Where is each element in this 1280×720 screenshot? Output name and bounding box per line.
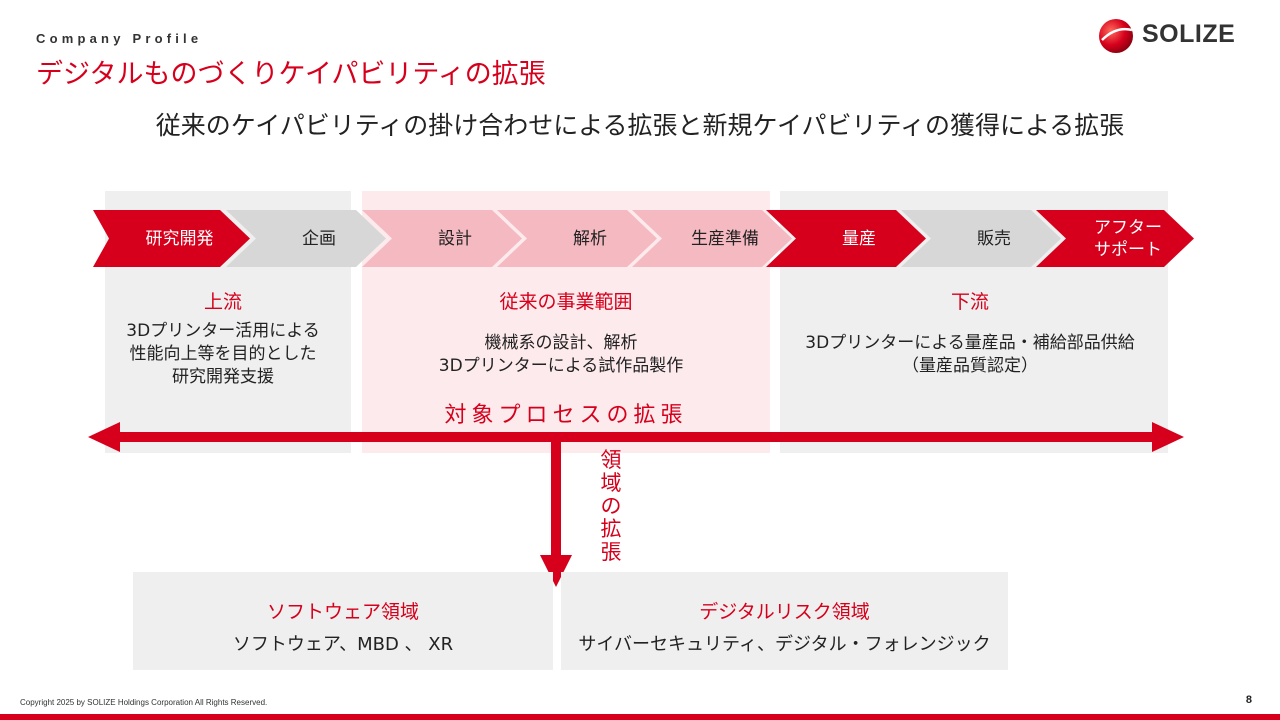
current-scope-description: 機械系の設計、解析 3Dプリンターによる試作品製作 (438, 333, 684, 376)
current-scope-heading: 従来の事業範囲 (499, 291, 633, 313)
company-profile-kicker: Company Profile (36, 31, 203, 46)
software-domain-text: ソフトウェア、MBD 、 XR (232, 634, 454, 655)
page-number: 8 (1245, 694, 1252, 706)
process-expansion-label: 対象プロセスの拡張 (444, 403, 688, 428)
left-arrowhead (88, 422, 120, 452)
copyright-notice: Copyright 2025 by SOLIZE Holdings Corpor… (20, 698, 268, 707)
downstream-description: 3Dプリンターによる量産品・補給部品供給 （量産品質認定） (805, 333, 1135, 376)
solize-logo (1099, 19, 1133, 53)
downstream-heading: 下流 (950, 291, 989, 313)
digital-risk-domain-text: サイバーセキュリティ、デジタル・フォレンジック (578, 634, 991, 655)
process-step-rnd: 研究開発 (93, 210, 250, 267)
process-step-production-prep: 生産準備 (632, 210, 792, 267)
process-step-label: 販売 (977, 228, 1011, 249)
page-title: デジタルものづくりケイパビリティの拡張 (36, 59, 546, 90)
domain-expansion-label: 領域の拡張 (600, 448, 622, 564)
software-domain-heading: ソフトウェア領域 (266, 601, 419, 623)
software-domain-box: ソフトウェア領域 ソフトウェア、MBD 、 XR (133, 572, 553, 670)
right-arrowhead (1152, 422, 1184, 452)
down-arrowhead (540, 555, 572, 587)
process-step-label: 設計 (438, 228, 472, 249)
process-step-label: 研究開発 (145, 228, 214, 249)
process-step-label: 生産準備 (691, 228, 759, 249)
process-step-label: アフター サポート (1094, 217, 1162, 260)
process-step-label: 量産 (842, 228, 876, 249)
horizontal-arrow-shaft (116, 432, 1154, 442)
upstream-heading: 上流 (203, 291, 242, 313)
bottom-accent-bar (0, 714, 1280, 720)
digital-risk-domain-heading: デジタルリスク領域 (699, 601, 870, 623)
slide-subtitle: 従来のケイパビリティの掛け合わせによる拡張と新規ケイパビリティの獲得による拡張 (155, 111, 1125, 140)
vertical-arrow-shaft (551, 437, 561, 557)
digital-risk-domain-box: デジタルリスク領域 サイバーセキュリティ、デジタル・フォレンジック (561, 572, 1008, 670)
logo-wordmark: SOLIZE (1142, 20, 1236, 48)
process-step-label: 企画 (302, 228, 336, 249)
upstream-description: 3Dプリンター活用による 性能向上等を目的とした 研究開発支援 (126, 321, 320, 387)
process-step-label: 解析 (573, 228, 607, 249)
